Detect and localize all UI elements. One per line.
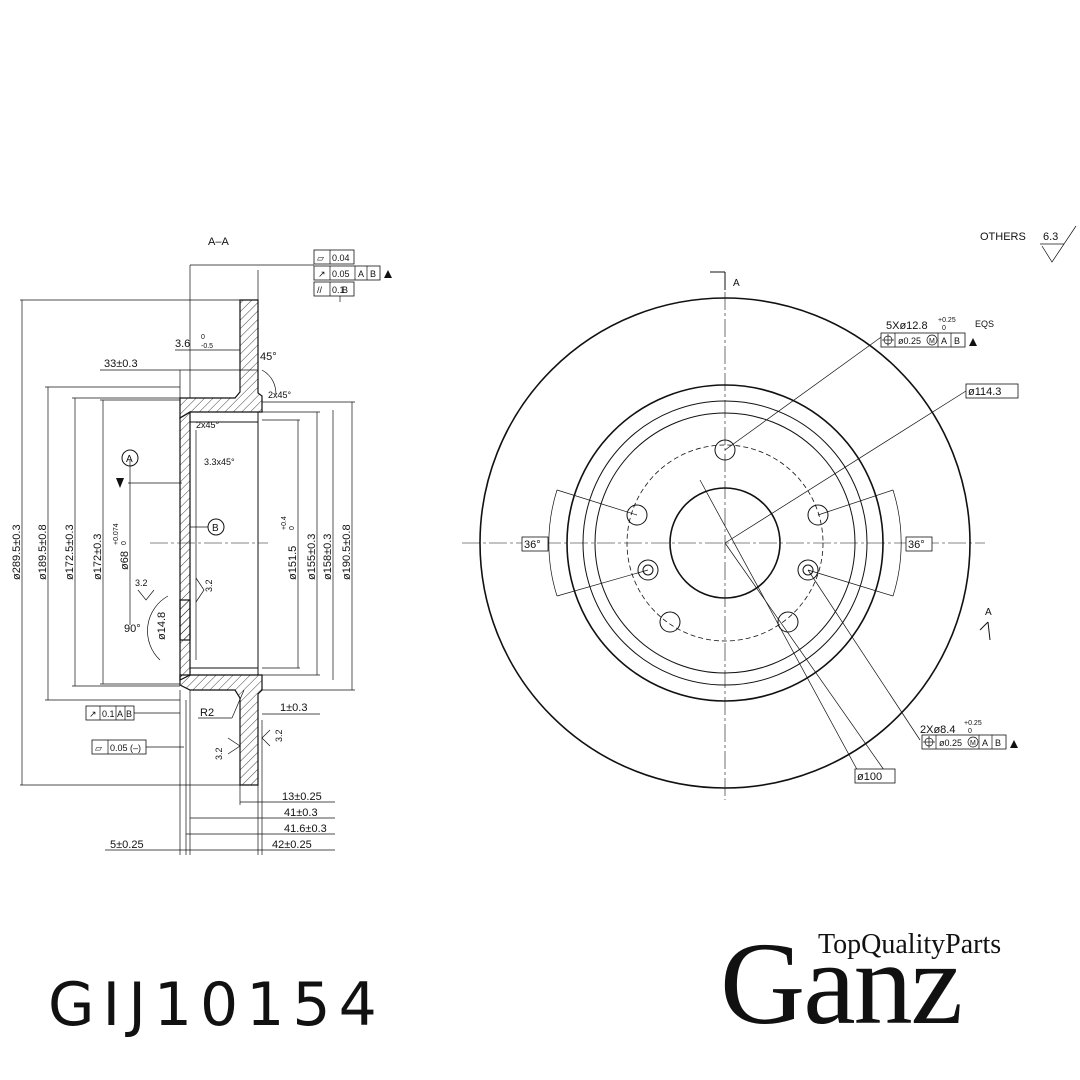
note-holes2-tol-low: 0 [968,728,972,735]
datum-triangle [116,478,124,488]
fcf-flatness-value: 0.04 [332,253,350,263]
surface-note-label: OTHERS [980,231,1026,243]
fcf-parallel-value: 0.1 [332,285,345,295]
fcf-holes5-datum-a: A [941,336,947,346]
note-holes2-tol-up: +0.25 [964,720,982,727]
section-body-upper [179,299,263,420]
brand-logo: Ganz TopQualityParts [720,925,1040,1045]
section-stud-hole [179,599,191,641]
section-view: A–A ø289.5±0.3 ø189.5±0.8 ø172.5±0.3 ø17… [11,236,392,855]
fcf-holes5-datum-b: B [954,336,960,346]
dim-d68: ø68 [119,551,131,570]
note-holes5-tol-up: +0.25 [938,317,956,324]
note-d100: ø100 [857,771,882,783]
svg-text:↗: ↗ [89,709,97,719]
dim-w3-6-tol-up: 0 [201,334,205,341]
dim-ang36-right: 36° [908,539,925,551]
dim-d68-tol: +0.074 [113,523,120,545]
bolt-holes [626,439,829,633]
section-body-lower [179,674,263,786]
fcf-left-runout-datum-a: A [117,709,123,719]
fcf-left-runout-datum-b: B [126,709,132,719]
fcf-holes5-value: ø0.25 [898,336,921,346]
fcf-left-runout: ↗ 0.1 A B [85,705,180,721]
dim-d151-tol-low: 0 [289,526,296,530]
dim-d151-tol: +0.4 [281,516,288,530]
brand-name: Ganz [720,918,963,1049]
section-mark-bottom: A [985,607,992,618]
fcf-top: ▱ 0.04 ↗ 0.05 A B // 0.1 B [313,249,392,302]
dim-w41-6: 41.6±0.3 [284,823,327,835]
dim-d14-8: ø14.8 [156,612,168,640]
dim-w1: 1±0.3 [280,702,307,714]
rough-3-2-d: 3.2 [274,729,284,742]
dim-w13: 13±0.25 [282,791,322,803]
rough-3-2-b: 3.2 [204,579,214,592]
note-holes2: 2Xø8.4 [920,724,955,736]
dim-d158: ø158±0.3 [322,534,334,580]
dim-d172-5: ø172.5±0.3 [64,524,76,580]
dim-d189: ø189.5±0.8 [37,524,49,580]
dim-d68-tol-low: 0 [121,541,128,545]
svg-text:↗: ↗ [318,269,326,279]
fcf-holes2-value: ø0.25 [939,738,962,748]
dim-ang90: 90° [124,623,141,635]
datum-b-bubble: B [212,523,219,534]
dim-ch3-3: 3.3x45° [204,457,235,467]
note-holes5: 5Xø12.8 [886,320,928,332]
dim-w3-6-tol-low: -0.5 [201,343,213,350]
front-view: OTHERS 6.3 A A [462,225,1077,800]
part-number: GIJ10154 [48,970,385,1040]
surface-note-value: 6.3 [1043,231,1058,243]
dim-w41: 41±0.3 [284,807,318,819]
fcf-holes5: ø0.25 M A B [880,332,977,348]
note-holes5-tol-low: 0 [942,325,946,332]
svg-text:▱: ▱ [317,253,324,263]
fcf-runout-value: 0.05 [332,269,350,279]
dim-d172: ø172±0.3 [92,534,104,580]
fcf-holes5-mod: M [929,338,935,345]
fcf-runout-datum-a: A [358,269,364,279]
note-pcd: ø114.3 [968,386,1001,398]
datum-a-bubble: A [126,454,133,465]
dim-ang45: 45° [260,351,277,363]
fcf-holes2-datum-a: A [982,738,988,748]
dim-w33: 33±0.3 [104,358,138,370]
brand-tagline: TopQualityParts [818,929,1002,960]
section-mark-top: A [733,278,740,289]
dim-w42: 42±0.25 [272,839,312,851]
dim-d151: ø151.5 [287,546,299,580]
rough-3-2-a: 3.2 [135,578,148,588]
rough-3-2-c: 3.2 [214,747,224,760]
note-eqs: EQS [975,319,994,329]
dim-w5: 5±0.25 [110,839,144,851]
dim-d190: ø190.5±0.8 [341,524,353,580]
dim-ch2x45-top: 2x45° [268,390,292,400]
fcf-parallel-datum: B [342,285,348,295]
fcf-holes2-mod: M [970,740,976,747]
fcf-left-flatness: ▱ 0.05 (–) [91,739,184,755]
section-title: A–A [208,236,229,248]
fcf-holes2-datum-b: B [995,738,1001,748]
fcf-left-flatness-value: 0.05 (–) [110,743,141,753]
fcf-left-runout-value: 0.1 [102,709,115,719]
svg-text:▱: ▱ [95,743,102,753]
dim-ch2x45-in: 2x45° [196,420,220,430]
dim-ang36-left: 36° [524,539,541,551]
fcf-holes2: ø0.25 M A B [921,734,1018,750]
dim-d289: ø289.5±0.3 [11,524,23,580]
dim-w3-6: 3.6 [175,338,190,350]
dim-d155: ø155±0.3 [306,534,318,580]
svg-text://: // [317,285,323,295]
dim-r2: R2 [200,707,214,719]
fcf-runout-datum-b: B [370,269,376,279]
